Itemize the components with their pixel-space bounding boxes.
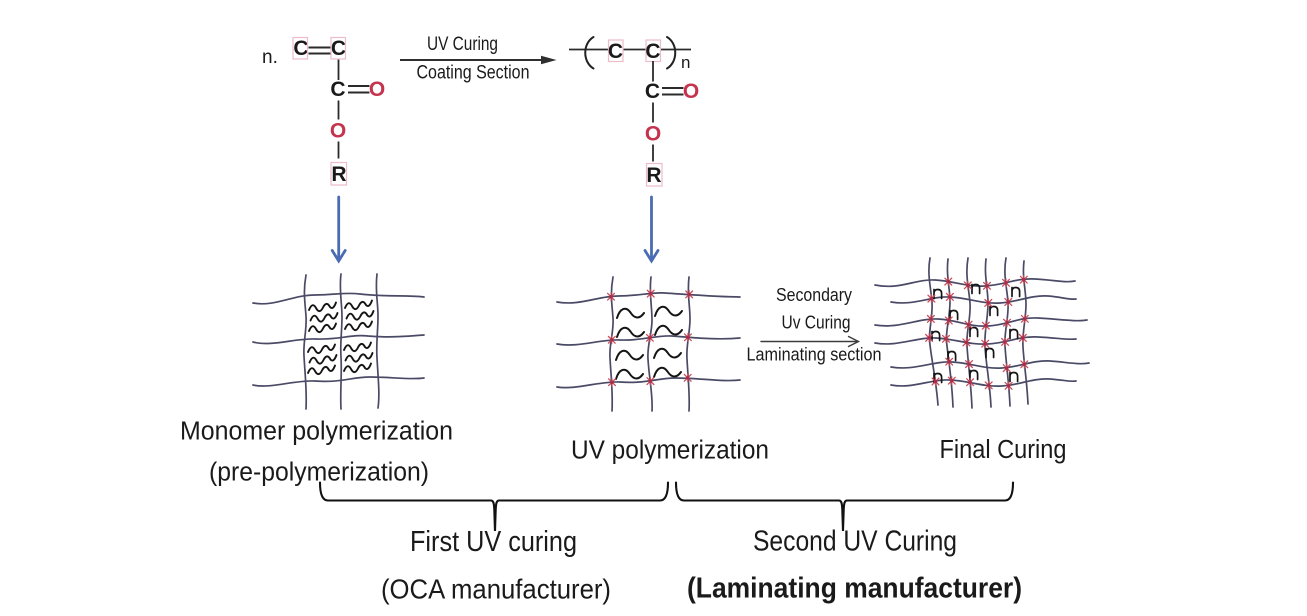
svg-text:Final Curing: Final Curing: [940, 436, 1067, 464]
svg-text:C: C: [293, 37, 308, 60]
svg-text:Coating Section: Coating Section: [417, 63, 530, 84]
svg-text:Monomer polymerization: Monomer polymerization: [180, 418, 453, 446]
svg-text:(pre-polymerization): (pre-polymerization): [209, 459, 429, 487]
svg-text:Uv Curing: Uv Curing: [782, 312, 851, 333]
svg-text:O: O: [369, 78, 385, 101]
svg-text:First UV curing: First UV curing: [410, 526, 577, 558]
svg-text:C: C: [645, 80, 660, 103]
svg-text:UV Curing: UV Curing: [427, 34, 498, 55]
svg-text:O: O: [683, 80, 699, 103]
svg-text:R: R: [646, 164, 661, 187]
svg-text:O: O: [330, 120, 346, 143]
svg-text:n: n: [681, 53, 690, 72]
svg-text:O: O: [645, 123, 661, 146]
svg-text:C: C: [331, 37, 346, 60]
svg-text:(Laminating manufacturer): (Laminating manufacturer): [687, 573, 1022, 605]
svg-text:Secondary: Secondary: [776, 284, 853, 305]
svg-text:UV polymerization: UV polymerization: [571, 437, 769, 465]
svg-text:Second UV Curing: Second UV Curing: [753, 526, 957, 558]
svg-text:C: C: [645, 40, 660, 63]
svg-text:C: C: [608, 40, 623, 63]
svg-text:R: R: [331, 163, 346, 186]
svg-text:Laminating section: Laminating section: [747, 345, 882, 365]
svg-text:n.: n.: [262, 47, 278, 68]
svg-text:C: C: [330, 78, 345, 101]
svg-text:(OCA manufacturer): (OCA manufacturer): [381, 574, 611, 605]
